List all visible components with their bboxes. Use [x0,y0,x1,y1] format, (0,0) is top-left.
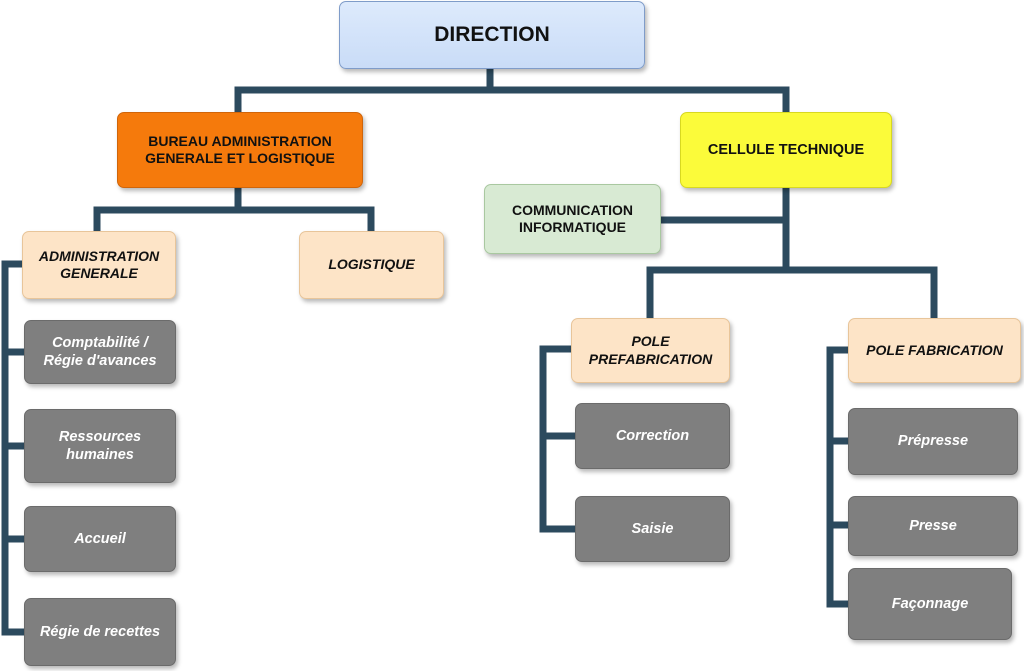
node-faconnage: Façonnage [848,568,1012,640]
node-regie-recettes: Régie de recettes [24,598,176,666]
node-administration-generale: ADMINISTRATION GENERALE [22,231,176,299]
node-logistique: LOGISTIQUE [299,231,444,299]
node-ressources-humaines: Ressources humaines [24,409,176,483]
connector-poles [646,266,938,322]
node-prepresse: Prépresse [848,408,1018,475]
node-cellule-technique: CELLULE TECHNIQUE [680,112,892,188]
connector-level2 [234,86,790,116]
connector-fab-spine [826,346,852,608]
node-bureau-administration: BUREAU ADMINISTRATION GENERALE ET LOGIST… [117,112,363,188]
node-pole-prefabrication: POLE PREFABRICATION [571,318,730,383]
node-direction: DIRECTION [339,1,645,69]
node-comptabilite: Comptabilité / Régie d'avances [24,320,176,384]
connector-admin-spine [1,260,26,636]
node-saisie: Saisie [575,496,730,562]
node-pole-fabrication: POLE FABRICATION [848,318,1021,383]
node-correction: Correction [575,403,730,469]
node-presse: Presse [848,496,1018,556]
connector-bureau-children [93,206,375,235]
node-communication-informatique: COMMUNICATION INFORMATIQUE [484,184,661,254]
node-accueil: Accueil [24,506,176,572]
